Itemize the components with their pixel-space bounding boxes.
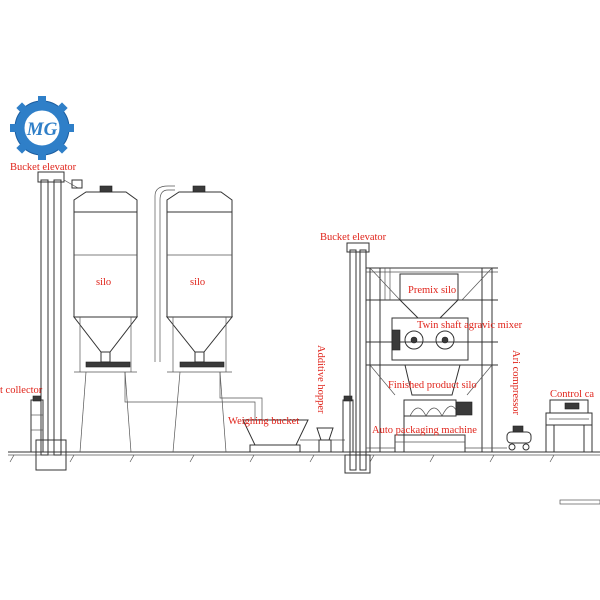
label-silo-1: silo <box>96 277 111 288</box>
dust-collector-right <box>342 395 354 453</box>
dust-collector <box>30 395 44 453</box>
label-bucket-elevator-right: Bucket elevator <box>320 232 387 243</box>
packing-screw <box>403 399 473 452</box>
control-cabinet <box>545 399 593 453</box>
label-finished-silo: Finished product silo <box>388 380 477 391</box>
label-packaging: Auto packaging machine <box>372 425 477 436</box>
additive-hopper <box>316 427 334 453</box>
mixer <box>391 317 469 361</box>
label-additive-hopper: Additive hopper <box>315 345 326 414</box>
screw-conveyors <box>124 372 263 420</box>
label-premix-silo: Premix silo <box>408 285 456 296</box>
mg-logo: MG <box>10 96 74 160</box>
pneumatic-pipe <box>159 189 175 362</box>
bucket-elevator-left <box>35 171 83 471</box>
weighing-bucket <box>242 419 345 453</box>
label-dust-collector: t collector <box>0 385 43 396</box>
silo-2 <box>165 185 234 453</box>
auto-packaging-machine <box>394 434 466 453</box>
bucket-elevator-right <box>344 242 371 474</box>
logo-text: MG <box>26 119 58 140</box>
label-control-cabinet: Control ca <box>550 389 594 400</box>
air-compressor <box>506 425 532 451</box>
gear-icon <box>10 96 74 160</box>
label-compressor: Ari compressor <box>510 350 521 416</box>
label-mixer: Twin shaft agravic mixer <box>417 320 523 331</box>
silo-1 <box>72 185 139 453</box>
ground <box>8 451 600 505</box>
label-bucket-elevator-left: Bucket elevator <box>10 162 77 173</box>
label-weighing-bucket: Weighing bucket <box>228 416 299 427</box>
label-silo-2: silo <box>190 277 205 288</box>
finished-product-silo <box>404 364 461 396</box>
